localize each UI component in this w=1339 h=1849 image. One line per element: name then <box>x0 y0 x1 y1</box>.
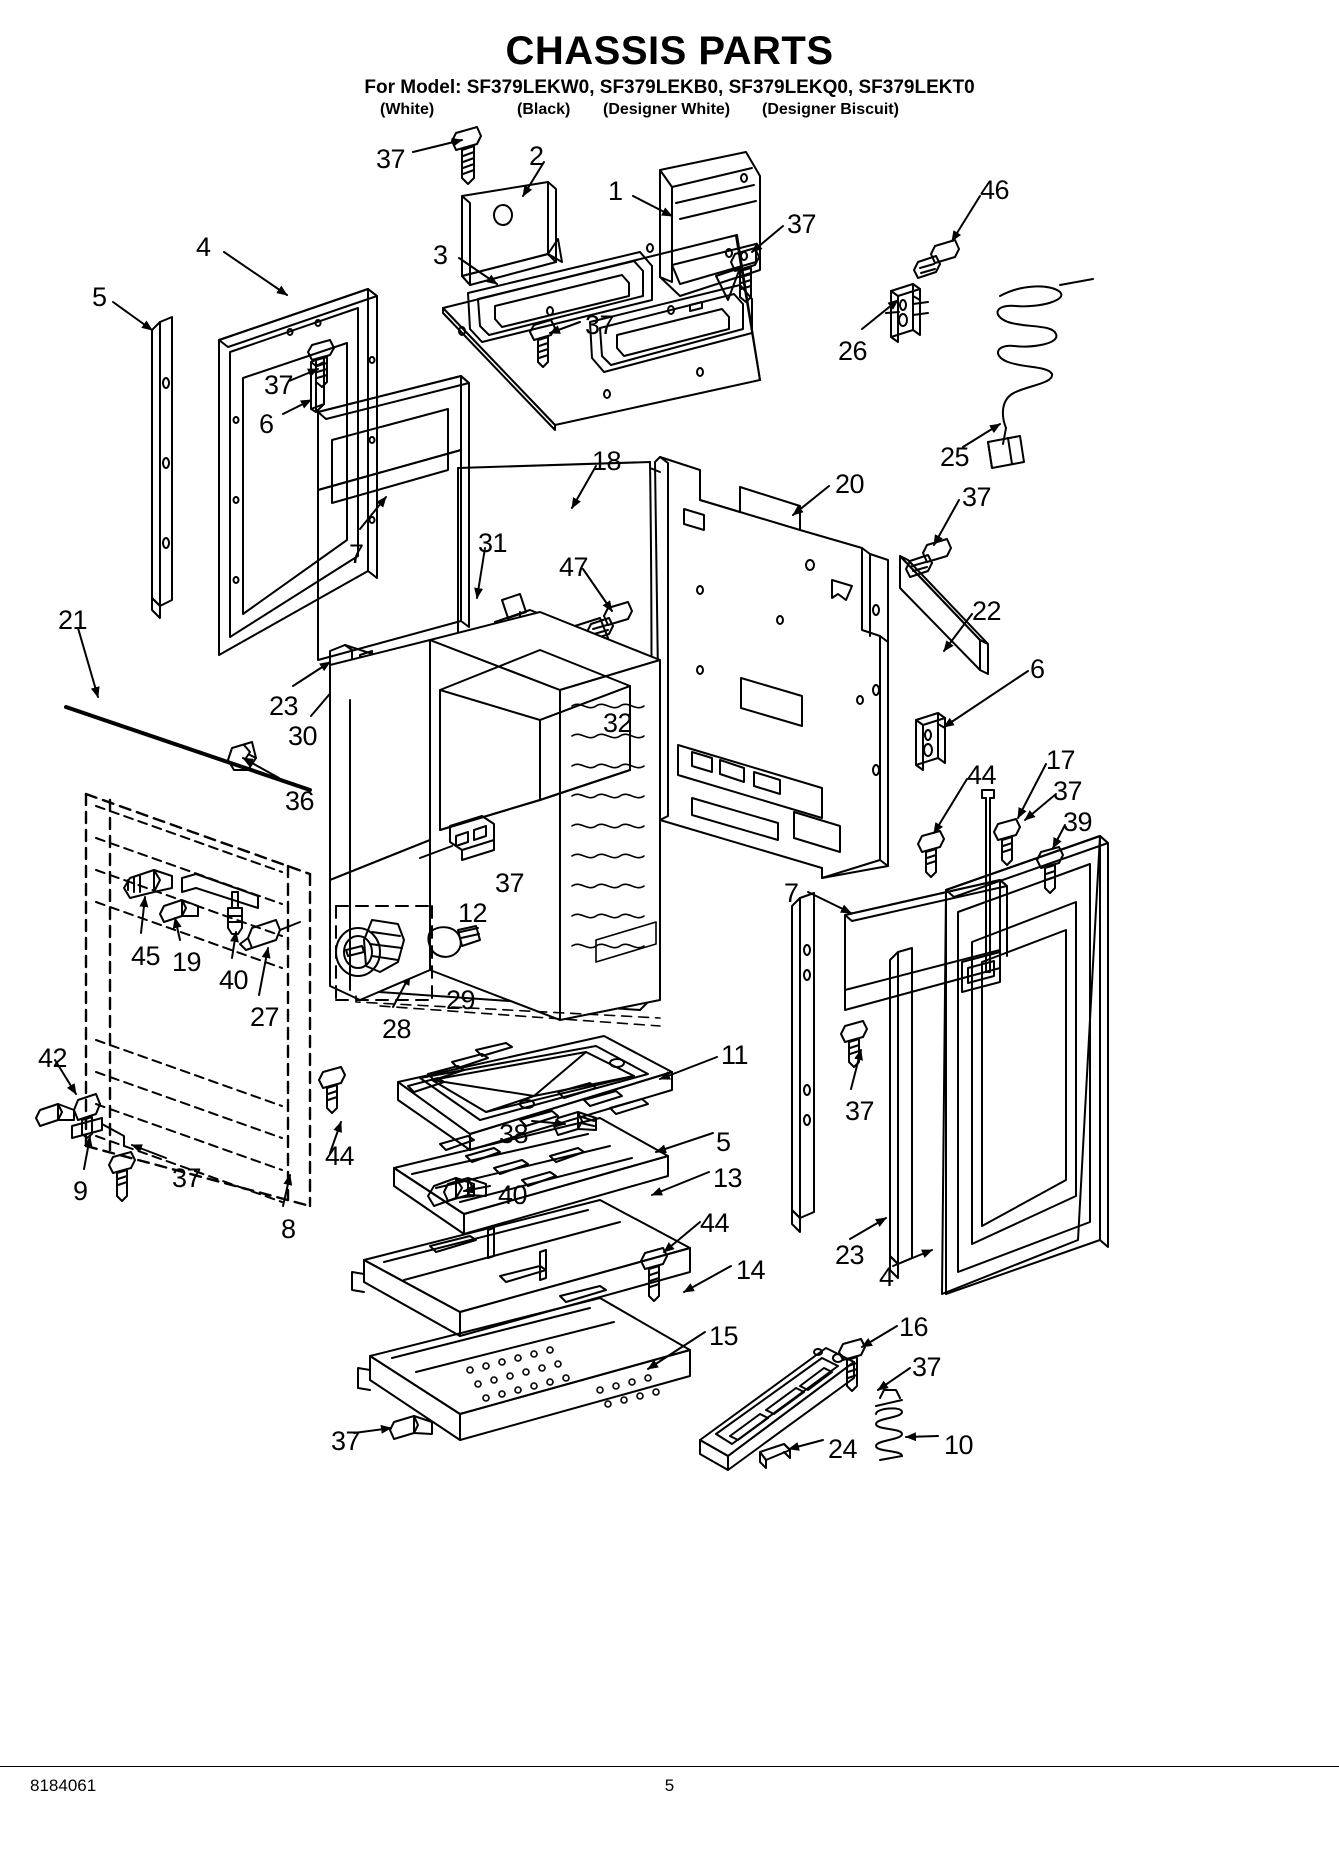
model-line: For Model: SF379LEKW0, SF379LEKB0, SF379… <box>364 77 975 98</box>
callout-31: 31 <box>478 528 508 558</box>
color-variant-0: (White) <box>380 100 435 118</box>
part-right-trim-strip <box>791 892 815 1233</box>
callout-37f: 37 <box>1053 776 1083 806</box>
footer-page-number: 5 <box>664 1776 675 1795</box>
callout-7: 7 <box>349 539 364 569</box>
callout-5b: 5 <box>716 1127 731 1157</box>
callout-39: 39 <box>1063 807 1093 837</box>
callout-40b: 40 <box>498 1180 528 1210</box>
callout-13: 13 <box>713 1163 743 1193</box>
part-spring-10 <box>875 1389 903 1461</box>
part-right-bracket <box>915 712 946 771</box>
color-variant-3: (Designer Biscuit) <box>762 100 899 118</box>
callout-10: 10 <box>944 1430 974 1460</box>
callout-21: 21 <box>58 605 88 635</box>
part-lower-dashed-panel <box>35 792 312 1208</box>
part-power-cord <box>987 278 1094 469</box>
callout-27: 27 <box>250 1002 280 1032</box>
callout-46: 46 <box>980 175 1010 205</box>
callout-2: 2 <box>529 141 544 171</box>
callout-7b: 7 <box>784 878 799 908</box>
callout-36: 36 <box>285 786 315 816</box>
callout-16: 16 <box>899 1312 929 1342</box>
callout-3: 3 <box>433 240 448 270</box>
callout-19: 19 <box>172 947 202 977</box>
callout-9: 9 <box>73 1176 88 1206</box>
callout-37b: 37 <box>787 209 817 239</box>
callout-28: 28 <box>382 1014 412 1044</box>
callout-8: 8 <box>281 1214 296 1244</box>
callout-37k: 37 <box>331 1426 361 1456</box>
callout-25: 25 <box>940 442 970 472</box>
part-oven-light-assembly <box>419 815 495 861</box>
part-small-clip-24 <box>759 1443 791 1469</box>
part-bottom-base-panel <box>357 1297 691 1441</box>
callout-38: 38 <box>499 1119 529 1149</box>
callout-23b: 23 <box>835 1240 865 1270</box>
callout-29: 29 <box>446 985 476 1015</box>
color-variant-2: (Designer White) <box>603 100 731 118</box>
callout-37i: 37 <box>172 1163 202 1193</box>
callout-12: 12 <box>458 898 488 928</box>
part-oven-cavity-body <box>329 611 661 1027</box>
part-burner-box-frame <box>397 1035 673 1151</box>
callout-18: 18 <box>592 446 622 476</box>
callout-6b: 6 <box>1030 654 1045 684</box>
callout-47: 47 <box>559 552 589 582</box>
part-drawer-panel-13 <box>393 1117 669 1235</box>
callout-14: 14 <box>736 1255 766 1285</box>
callout-15: 15 <box>709 1321 739 1351</box>
part-right-side-rail <box>899 555 989 675</box>
part-rear-backguard <box>659 151 761 301</box>
callout-4: 4 <box>196 232 211 262</box>
callout-5: 5 <box>92 282 107 312</box>
callout-11: 11 <box>721 1040 749 1070</box>
part-cord-bracket <box>885 283 929 343</box>
callout-23: 23 <box>269 691 299 721</box>
callout-4b: 4 <box>879 1262 894 1292</box>
part-back-panel-edge <box>64 705 312 792</box>
callout-26: 26 <box>838 336 868 366</box>
callout-37j: 37 <box>912 1352 942 1382</box>
callout-44: 44 <box>967 760 997 790</box>
callout-37d: 37 <box>264 370 294 400</box>
callout-30: 30 <box>288 721 318 751</box>
part-right-door-outer <box>941 835 1109 1295</box>
callout-20: 20 <box>835 469 865 499</box>
color-variant-1: (Black) <box>517 100 571 118</box>
callout-37h: 37 <box>845 1096 875 1126</box>
callout-37g: 37 <box>495 868 525 898</box>
part-cooktop-maintop <box>442 234 761 431</box>
part-light-lens-and-bulb <box>335 905 481 1001</box>
part-bottom-bracket-16 <box>699 1347 855 1471</box>
callout-37e: 37 <box>962 482 992 512</box>
diagram-header: CHASSIS PARTS For Model: SF379LEKW0, SF3… <box>0 0 1339 123</box>
callout-45: 45 <box>131 941 161 971</box>
part-left-trim-strip <box>151 316 173 619</box>
callout-22: 22 <box>972 596 1002 626</box>
part-left-door-inner-panel <box>317 375 470 661</box>
part-rear-chassis-panel <box>654 456 889 879</box>
callout-42: 42 <box>38 1043 68 1073</box>
callout-24: 24 <box>828 1434 858 1464</box>
callout-44b: 44 <box>700 1208 730 1238</box>
page-title: CHASSIS PARTS <box>505 29 834 73</box>
callout-40: 40 <box>219 965 249 995</box>
color-variants-line: (White) (Black) (Designer White) (Designer … <box>0 101 1339 123</box>
callout-44c: 44 <box>325 1141 355 1171</box>
callout-37c: 37 <box>585 310 615 340</box>
part-support-rail-14 <box>351 1199 691 1337</box>
callout-6: 6 <box>259 409 274 439</box>
part-right-door-hinge-strip <box>889 947 913 1279</box>
footer-divider <box>0 1766 1339 1767</box>
leader-lines <box>54 138 1066 1451</box>
callout-32: 32 <box>603 708 633 738</box>
callout-17: 17 <box>1046 745 1076 775</box>
part-left-door-outer <box>218 288 378 656</box>
callout-1: 1 <box>608 176 623 206</box>
footer-part-catalog-code: 8184061 <box>30 1776 97 1795</box>
part-rear-vent-trim <box>461 181 563 286</box>
callout-37: 37 <box>376 144 406 174</box>
